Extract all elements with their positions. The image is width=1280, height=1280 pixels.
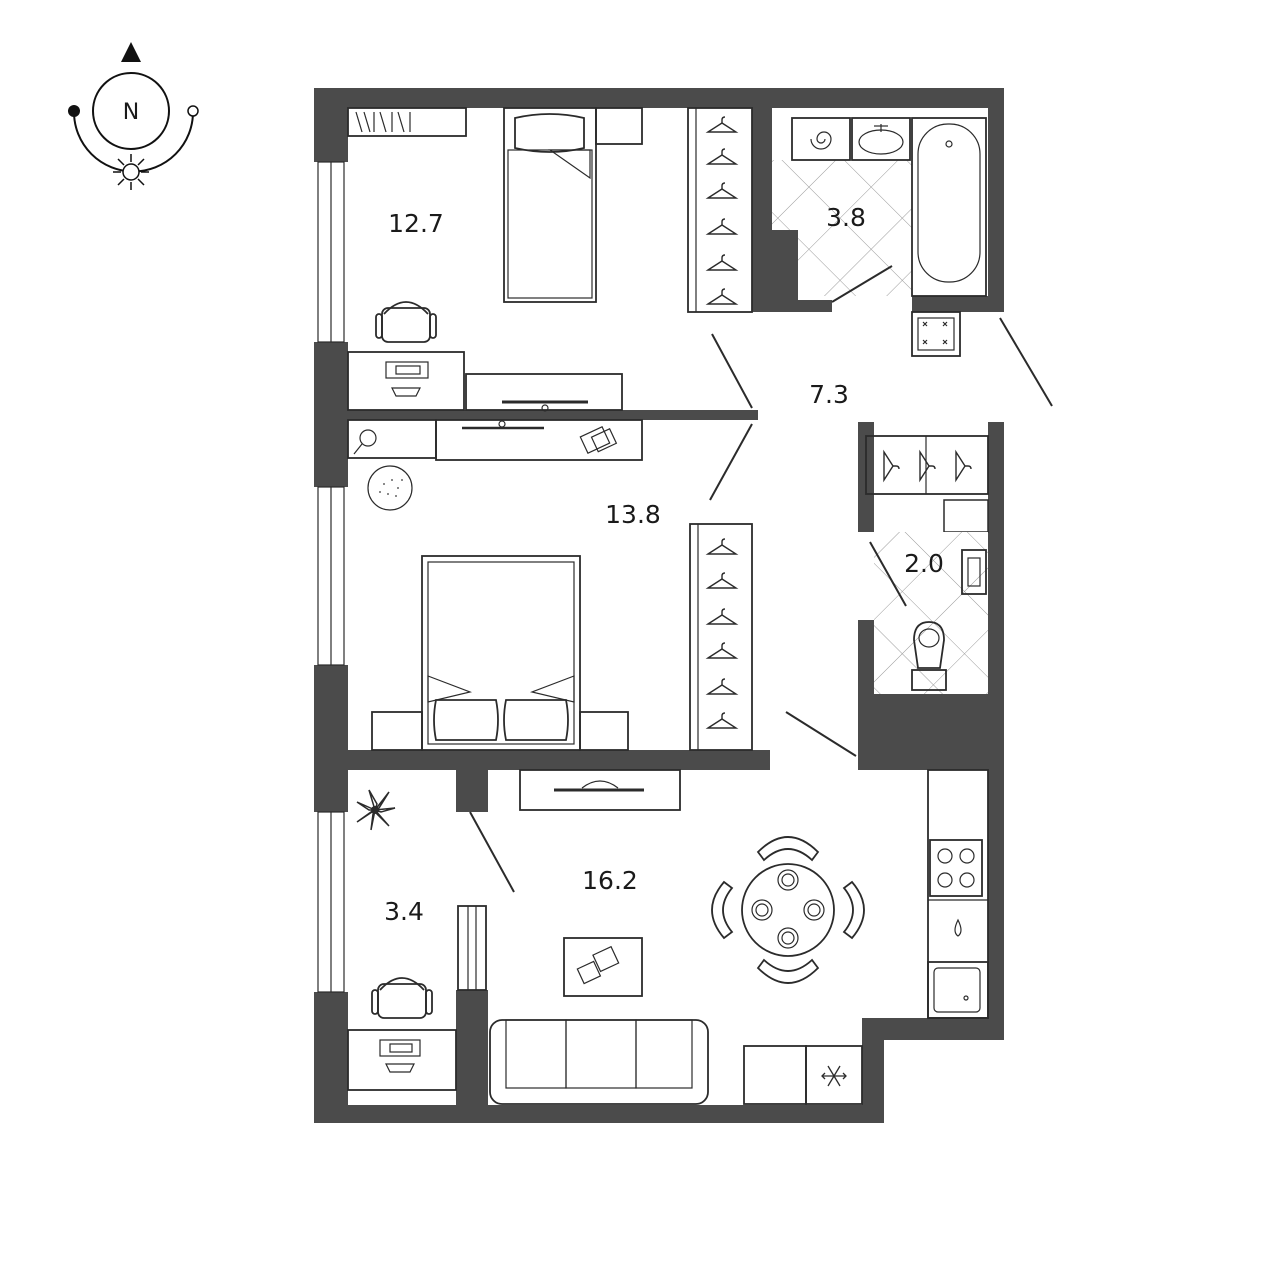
dresser (435, 419, 643, 461)
area-bedroom-small: 12.7 (388, 209, 444, 238)
pillow (503, 699, 569, 741)
fridge (805, 1045, 863, 1105)
double-bed (421, 555, 581, 751)
plant-icon (356, 789, 396, 831)
hallway-furniture (865, 311, 989, 495)
tv-stand (465, 373, 623, 411)
washbasin (851, 117, 911, 161)
bookshelf (347, 107, 467, 137)
compass: N (68, 42, 199, 190)
floor-drain (911, 311, 961, 357)
doors (469, 265, 1053, 893)
coffee-table (563, 937, 643, 997)
laptop-icon (385, 361, 429, 379)
sun-icon (113, 154, 149, 190)
study-chair (371, 977, 433, 1019)
bedroom-small-furniture (347, 107, 753, 412)
wardrobe-large (689, 523, 753, 751)
tv-unit (519, 769, 681, 811)
area-labels: 12.7 3.8 7.3 13.8 2.0 3.4 16.2 (384, 203, 944, 926)
hallway-wardrobe (865, 435, 989, 495)
area-kitchen-living: 16.2 (582, 866, 638, 895)
kitchen-counter (927, 769, 989, 1019)
nightstand-left (371, 711, 423, 751)
round-rug (367, 465, 413, 511)
dining-set (711, 836, 865, 984)
water-drop-icon (954, 918, 962, 937)
bathroom-furniture (791, 117, 987, 297)
wardrobe-small (687, 107, 753, 313)
snowflake-icon (821, 1065, 847, 1087)
toilet-floor (874, 532, 988, 694)
area-bathroom: 3.8 (826, 203, 866, 232)
desk (347, 351, 465, 411)
area-hallway: 7.3 (809, 380, 849, 409)
bedroom-large-furniture (347, 419, 753, 751)
nightstand (595, 107, 643, 145)
north-arrow-icon (121, 42, 141, 62)
toilet-furniture (911, 549, 987, 691)
area-bedroom-large: 13.8 (605, 500, 661, 529)
stove-icon (929, 839, 983, 897)
study-desk (347, 1029, 457, 1091)
small-sink (961, 549, 987, 595)
area-balcony: 3.4 (384, 897, 424, 926)
windows (317, 161, 345, 993)
desk-chair (375, 301, 437, 343)
compass-north-label: N (123, 100, 139, 125)
sunset-icon (187, 105, 199, 117)
storage-rack (457, 905, 487, 991)
cabinet (743, 1045, 807, 1105)
area-toilet: 2.0 (904, 549, 944, 578)
sofa (489, 1019, 709, 1105)
sunrise-icon (68, 105, 80, 117)
mirror-icon (359, 429, 377, 447)
bathroom-floor (772, 160, 912, 296)
washing-machine (791, 117, 851, 161)
kitchen-sink (927, 961, 989, 1019)
single-bed (503, 107, 597, 303)
bathtub (911, 117, 987, 297)
toilet-bowl (913, 621, 945, 669)
pillow (433, 699, 499, 741)
balcony-furniture (347, 789, 487, 1091)
nightstand-right (579, 711, 629, 751)
living-furniture (489, 769, 989, 1105)
